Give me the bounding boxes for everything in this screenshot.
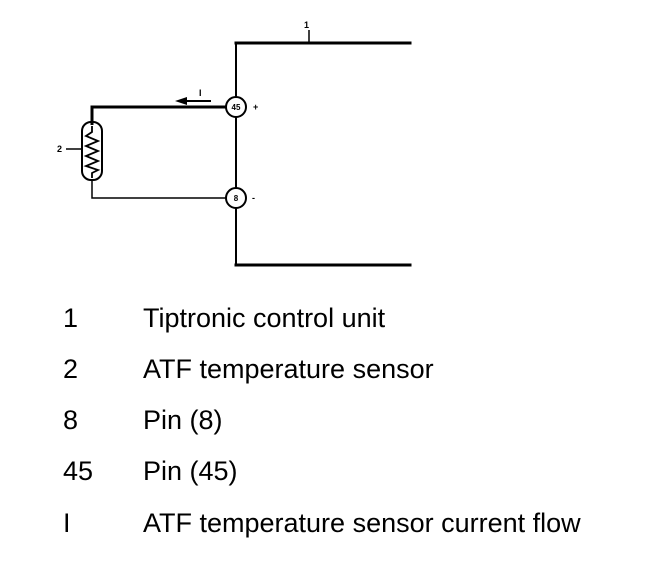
legend-description: ATF temperature sensor — [143, 354, 434, 384]
control-unit-callout-label: 1 — [304, 20, 309, 30]
pin-45-terminal: 45 — [225, 96, 247, 118]
legend-key: 1 — [63, 303, 79, 333]
legend-key: 2 — [63, 354, 79, 384]
legend-description: Pin (8) — [143, 405, 223, 435]
legend-item: 1 Tiptronic control unit — [0, 298, 672, 338]
legend-item: I ATF temperature sensor current flow — [0, 503, 672, 543]
legend-item: 45 Pin (45) — [0, 451, 672, 491]
legend-key: 8 — [63, 405, 79, 435]
legend-description: Tiptronic control unit — [143, 303, 386, 333]
sensor-callout-label: 2 — [57, 144, 62, 154]
wiring-diagram: 1 2 I 45 + 8 - — [57, 20, 412, 267]
current-flow-arrow — [175, 97, 211, 105]
current-flow-label: I — [199, 88, 202, 98]
control-unit-outline — [234, 41, 412, 267]
legend-item: 2 ATF temperature sensor — [0, 349, 672, 389]
sensor-wires — [90, 105, 227, 199]
pin-8-terminal: 8 — [225, 187, 247, 209]
pin-8-label: 8 — [234, 194, 239, 203]
legend-item: 8 Pin (8) — [0, 400, 672, 440]
legend-description: Pin (45) — [143, 456, 238, 486]
pin-45-label: 45 — [232, 103, 241, 112]
legend-description: ATF temperature sensor current flow — [143, 508, 581, 538]
pin-45-polarity: + — [253, 102, 258, 112]
pin-8-polarity: - — [252, 193, 255, 203]
temperature-sensor-symbol — [81, 121, 103, 181]
legend-key: I — [63, 508, 71, 538]
legend-key: 45 — [63, 456, 94, 486]
